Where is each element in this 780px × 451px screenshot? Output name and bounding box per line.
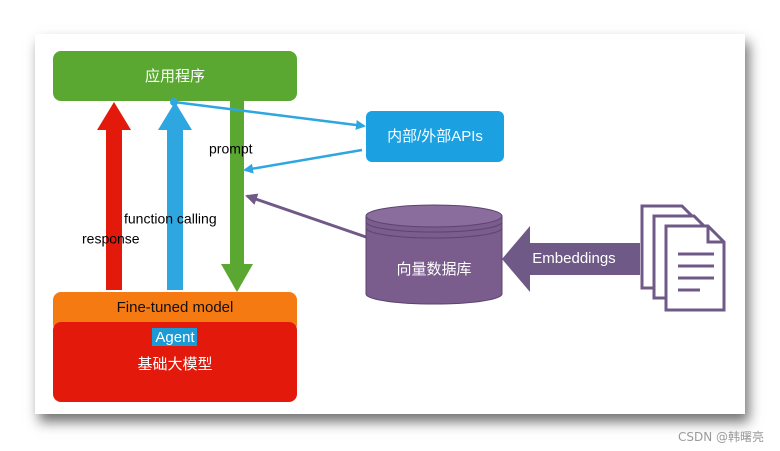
function-calling-label: function calling [124,211,217,227]
retrieval-arrow [245,193,367,239]
fine-tuned-label: Fine-tuned model [117,299,234,316]
watermark: CSDN @韩曙亮 [677,430,764,444]
prompt-arrow [221,101,253,292]
apis-node: 内部/外部APIs [366,111,504,162]
apis-return-arrow [243,148,363,174]
base-model-label: 基础大模型 [137,356,212,373]
apis-label: 内部/外部APIs [387,128,483,145]
embeddings-arrow: Embeddings [502,226,640,292]
call-apis-arrow [173,100,366,130]
vector-db-node: 向量数据库 [365,204,503,305]
agent-label: Agent [155,329,195,346]
base-model-node: Agent 基础大模型 [53,322,297,402]
documents-icon [640,204,726,312]
prompt-label: prompt [209,141,253,157]
app-node: 应用程序 [53,51,297,101]
response-arrow [97,102,131,290]
app-label: 应用程序 [145,67,205,85]
response-label: response [82,231,140,247]
function-calling-arrow [158,102,192,290]
agent-highlight [152,328,197,346]
vector-db-label: 向量数据库 [396,261,471,278]
embeddings-label: Embeddings [532,250,615,267]
